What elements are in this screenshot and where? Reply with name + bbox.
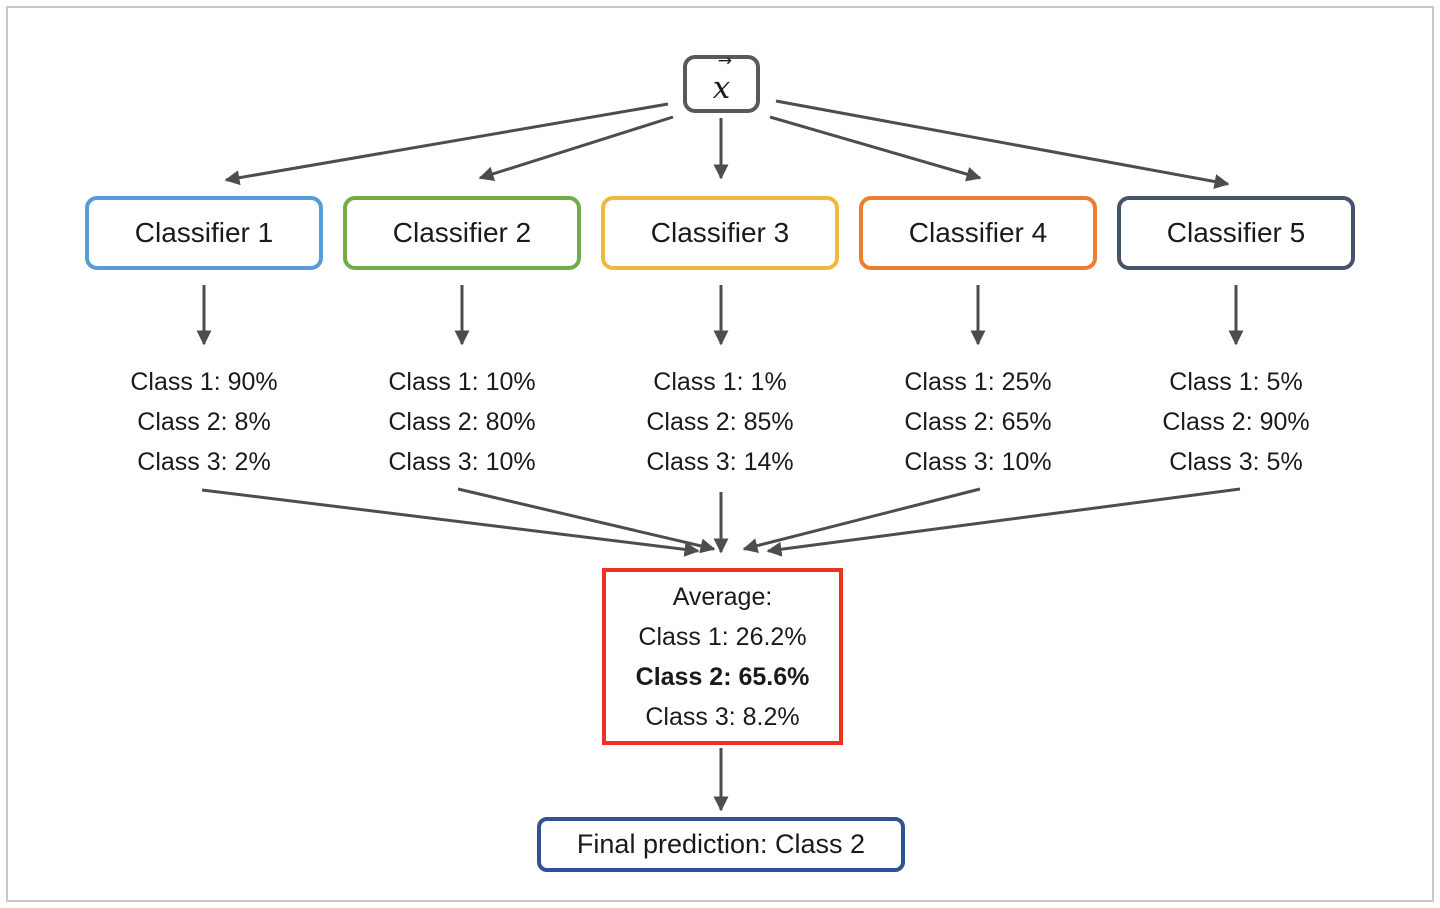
classifier-label: Classifier 5	[1166, 217, 1306, 248]
arrow-output-5-to-average	[766, 487, 1241, 557]
classifier-box-4: Classifier 4	[859, 196, 1097, 270]
prob-line: Class 2: 80%	[388, 408, 536, 436]
classifier-label: Classifier 3	[650, 217, 790, 248]
prob-line: Class 2: 65%	[904, 408, 1052, 436]
prob-line: Class 3: 2%	[137, 448, 271, 476]
arrow-output-4-to-average	[742, 487, 981, 553]
classifier-label: Classifier 4	[908, 217, 1048, 248]
prob-line: Class 2: 85%	[646, 408, 794, 436]
classifier-box-1: Classifier 1	[85, 196, 323, 270]
prob-line: Class 1: 5%	[1169, 368, 1303, 396]
input-vector-node: → x	[683, 52, 760, 113]
prob-line: Class 1: 25%	[904, 368, 1052, 396]
average-line: Class 2: 65.6%	[635, 662, 810, 691]
classifier-5-output-probabilities: Class 1: 5% Class 2: 90% Class 3: 5%	[1106, 362, 1366, 482]
arrow-output-2-to-average	[457, 487, 716, 554]
final-prediction-label: Final prediction: Class 2	[576, 829, 866, 859]
prob-line: Class 2: 90%	[1162, 408, 1310, 436]
classifier-box-3: Classifier 3	[601, 196, 839, 270]
prob-line: Class 1: 10%	[388, 368, 536, 396]
classifier-4-output-probabilities: Class 1: 25% Class 2: 65% Class 3: 10%	[848, 362, 1108, 482]
prob-line: Class 1: 1%	[653, 368, 787, 396]
arrow-output-1-to-average	[201, 488, 700, 557]
final-prediction-box: Final prediction: Class 2	[537, 817, 905, 872]
prob-line: Class 1: 90%	[130, 368, 278, 396]
classifier-3-output-probabilities: Class 1: 1% Class 2: 85% Class 3: 14%	[590, 362, 850, 482]
average-line: Class 3: 8.2%	[645, 702, 800, 731]
classifier-box-2: Classifier 2	[343, 196, 581, 270]
classifier-label: Classifier 1	[134, 217, 274, 248]
average-line: Class 1: 26.2%	[638, 622, 807, 651]
prob-line: Class 3: 14%	[646, 448, 794, 476]
input-vector-symbol: → x	[712, 52, 732, 106]
prob-line: Class 3: 10%	[904, 448, 1052, 476]
prob-line: Class 3: 5%	[1169, 448, 1303, 476]
classifier-2-output-probabilities: Class 1: 10% Class 2: 80% Class 3: 10%	[332, 362, 592, 482]
average-title: Average:	[672, 582, 773, 611]
classifier-label: Classifier 2	[392, 217, 532, 248]
prob-line: Class 2: 8%	[137, 408, 271, 436]
classifier-box-5: Classifier 5	[1117, 196, 1355, 270]
classifier-1-output-probabilities: Class 1: 90% Class 2: 8% Class 3: 2%	[74, 362, 334, 482]
prob-line: Class 3: 10%	[388, 448, 536, 476]
arrow-input-to-classifier-1	[224, 102, 669, 186]
arrow-input-to-classifier-5	[775, 99, 1230, 189]
arrow-input-to-classifier-4	[769, 115, 982, 182]
vector-arrow-glyph: →	[717, 50, 732, 71]
arrow-input-to-classifier-2	[478, 115, 674, 182]
vector-x-glyph: x	[712, 69, 731, 106]
average-box: Average: Class 1: 26.2% Class 2: 65.6% C…	[602, 568, 843, 745]
